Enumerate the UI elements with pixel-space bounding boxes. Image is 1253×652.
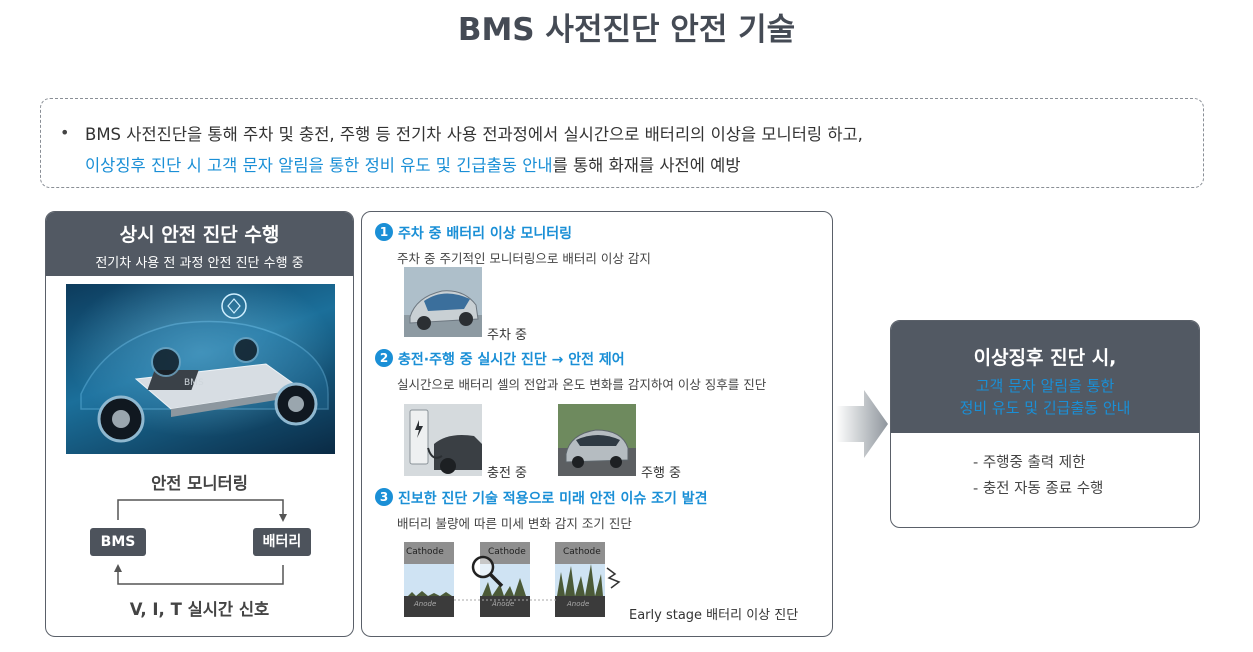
- step-1-desc: 주차 중 주기적인 모니터링으로 배터리 이상 감지: [397, 251, 651, 266]
- summary-box: [40, 98, 1204, 188]
- flow-arrow-icon: [836, 390, 888, 458]
- left-panel-header: 상시 안전 진단 수행 전기차 사용 전 과정 안전 진단 수행 중: [46, 212, 353, 276]
- cell-advanced-graphic: [555, 542, 605, 617]
- parking-caption: 주차 중: [487, 328, 528, 343]
- cathode-label-2: Cathode: [488, 547, 526, 557]
- battery-tag: 배터리: [253, 528, 311, 556]
- step-2-desc: 실시간으로 배터리 셀의 전압과 온도 변화를 감지하여 이상 징후를 진단: [397, 377, 767, 392]
- step-3-number: 3: [375, 488, 393, 506]
- page-title: BMS 사전진단 안전 기술: [457, 12, 796, 48]
- driving-caption: 주행 중: [641, 466, 682, 481]
- cathode-label-3: Cathode: [563, 547, 601, 557]
- step-3-desc: 배터리 불량에 따른 미세 변화 감지 조기 진단: [397, 516, 632, 531]
- highlight-line-2: 정비 유도 및 긴급출동 안내: [959, 399, 1131, 417]
- right-panel-title: 이상징후 진단 시,: [973, 347, 1117, 369]
- cathode-label-1: Cathode: [406, 547, 444, 557]
- anode-label-3: Anode: [567, 600, 590, 608]
- always-on-diagnosis-panel: 상시 안전 진단 수행 전기차 사용 전 과정 안전 진단 수행 중 BMS: [45, 211, 354, 637]
- summary-line-2: 이상징후 진단 시 고객 문자 알림을 통한 정비 유도 및 긴급출동 안내를 …: [85, 152, 741, 176]
- charging-station-icon: [404, 404, 482, 476]
- diagnosis-steps-panel: 1 주차 중 배터리 이상 모니터링 주차 중 주기적인 모니터링으로 배터리 …: [361, 211, 833, 637]
- response-item-1: - 주행중 출력 제한: [973, 455, 1086, 471]
- parked-car-icon: [404, 267, 482, 337]
- anomaly-response-panel: 이상징후 진단 시, 고객 문자 알림을 통한 정비 유도 및 긴급출동 안내 …: [890, 320, 1200, 528]
- spark-icon: [606, 567, 621, 589]
- summary-bullet: •: [60, 123, 70, 142]
- ev-battery-image: BMS: [66, 284, 335, 454]
- charging-caption: 충전 중: [487, 466, 528, 481]
- progress-dotted-line: [454, 599, 558, 601]
- response-item-2: - 충전 자동 종료 수행: [973, 481, 1104, 497]
- ev-battery-illustration: BMS: [66, 284, 335, 454]
- safety-monitoring-label: 안전 모니터링: [151, 474, 248, 493]
- anode-label-2: Anode: [492, 600, 515, 608]
- cell-diagram-normal: Cathode Anode: [404, 542, 454, 617]
- left-panel-subtitle: 전기차 사용 전 과정 안전 진단 수행 중: [95, 256, 304, 271]
- step-3-title: 진보한 진단 기술 적용으로 미래 안전 이슈 조기 발견: [398, 491, 708, 507]
- cell-diagram-advanced: Cathode Anode: [555, 542, 605, 617]
- driving-photo: [558, 404, 636, 476]
- monitoring-loop-arrows: [114, 499, 287, 585]
- highlight-line-1: 고객 문자 알림을 통한: [975, 377, 1115, 395]
- step-1-title: 주차 중 배터리 이상 모니터링: [398, 226, 573, 242]
- bms-chip-label: BMS: [184, 378, 204, 388]
- summary-line-2-rest: 를 통해 화재를 사전에 예방: [552, 156, 741, 175]
- magnifier-icon: [471, 555, 504, 588]
- summary-line-1: BMS 사전진단을 통해 주차 및 충전, 주행 등 전기차 사용 전과정에서 …: [85, 125, 863, 144]
- summary-highlight: 이상징후 진단 시 고객 문자 알림을 통한 정비 유도 및 긴급출동 안내: [85, 156, 553, 175]
- anode-label-1: Anode: [414, 600, 437, 608]
- right-panel-header: 이상징후 진단 시, 고객 문자 알림을 통한 정비 유도 및 긴급출동 안내: [891, 321, 1199, 433]
- signal-label: V, I, T 실시간 신호: [129, 600, 270, 619]
- left-panel-title: 상시 안전 진단 수행: [119, 224, 280, 246]
- driving-car-icon: [558, 404, 636, 476]
- charging-photo: [404, 404, 482, 476]
- bms-tag: BMS: [90, 528, 146, 556]
- right-panel-highlight: 고객 문자 알림을 통한 정비 유도 및 긴급출동 안내: [891, 375, 1199, 419]
- early-stage-caption: Early stage 배터리 이상 진단: [629, 608, 799, 623]
- parking-photo: [404, 267, 482, 337]
- step-2-title: 충전·주행 중 실시간 진단 → 안전 제어: [398, 352, 625, 368]
- cell-normal-graphic: [404, 542, 454, 617]
- step-2-number: 2: [375, 349, 393, 367]
- step-1-number: 1: [375, 223, 393, 241]
